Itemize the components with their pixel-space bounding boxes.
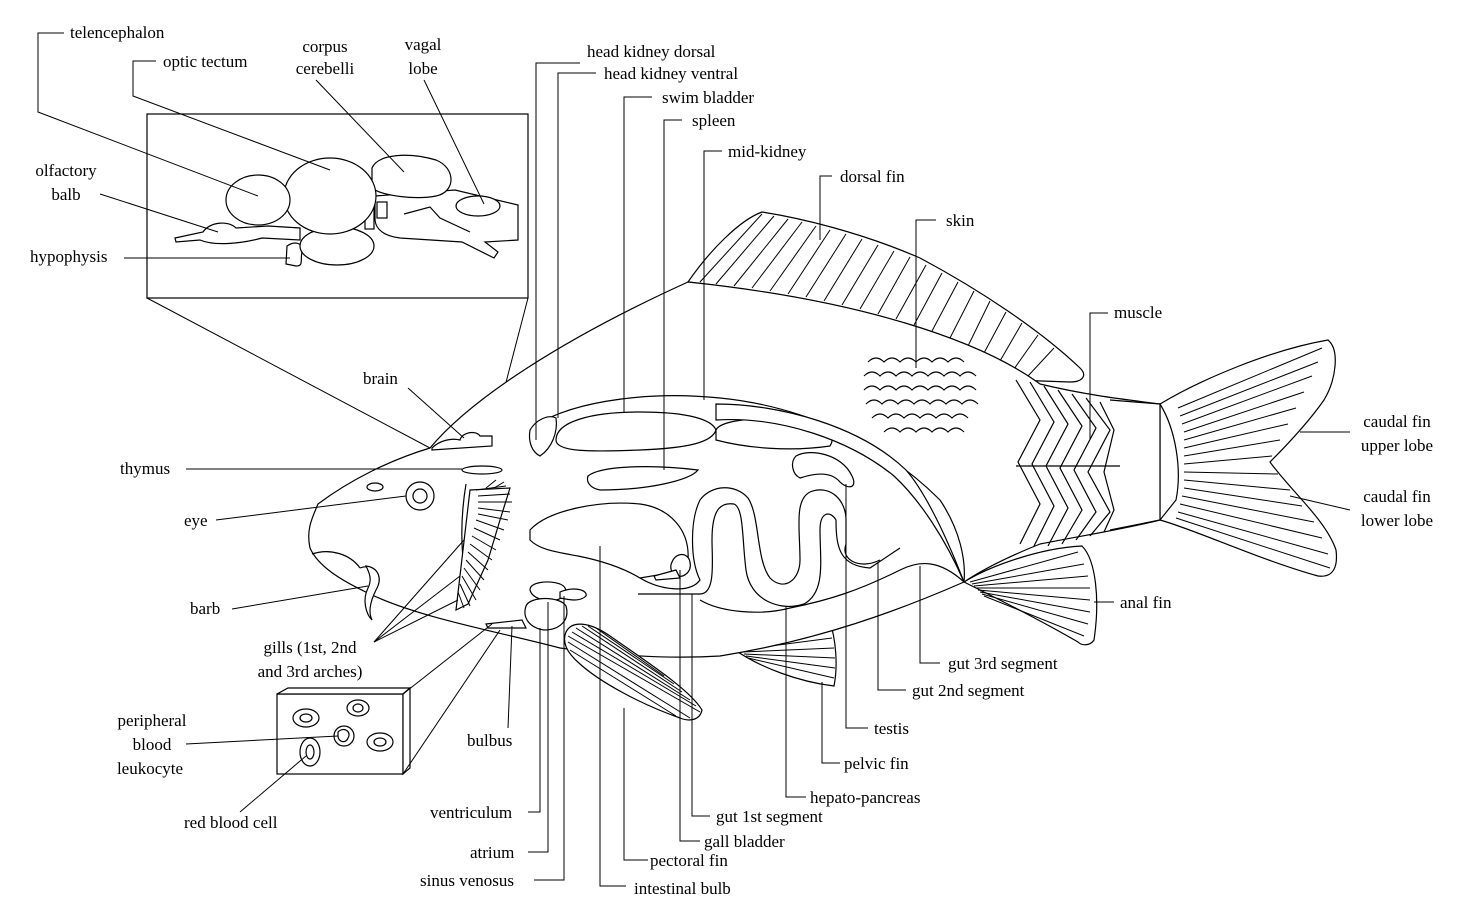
label-gut-1st-segment: gut 1st segment [716, 807, 823, 826]
labels: telencephalon optic tectum corpus cerebe… [30, 23, 1433, 898]
label-gall-bladder: gall bladder [704, 832, 785, 851]
label-testis: testis [874, 719, 909, 738]
olfactory-bulb-shape [174, 222, 301, 245]
caudal-peduncle [1109, 399, 1179, 531]
brain-inset-frame [146, 113, 529, 299]
label-sinus-venosus: sinus venosus [420, 871, 514, 890]
label-peripheral-1: peripheral [118, 711, 187, 730]
label-gut-3rd-segment: gut 3rd segment [948, 654, 1058, 673]
brain-in-body [431, 431, 493, 451]
anal-fin [962, 545, 1098, 646]
spleen-shape [586, 466, 700, 491]
nostril [366, 482, 384, 492]
corpus-cerebelli-shape [371, 154, 452, 199]
label-atrium: atrium [470, 843, 514, 862]
gut-loops-inner [638, 503, 901, 608]
label-muscle: muscle [1114, 303, 1162, 322]
caudal-fin [1159, 339, 1338, 577]
eye [405, 481, 435, 511]
leader-lines [37, 32, 1351, 887]
label-peripheral-3: leukocyte [117, 759, 183, 778]
label-brain: brain [363, 369, 398, 388]
sinus-venosus-shape [559, 588, 587, 601]
label-mid-kidney: mid-kidney [728, 142, 807, 161]
label-pectoral-fin: pectoral fin [650, 851, 728, 870]
label-dorsal-fin: dorsal fin [840, 167, 905, 186]
label-eye: eye [184, 511, 208, 530]
label-peripheral-2: blood [133, 735, 172, 754]
skin-scales [863, 357, 979, 433]
gut-loops-outer [639, 487, 881, 590]
gills [455, 479, 512, 612]
medulla-detail [403, 206, 471, 233]
label-intestinal-bulb: intestinal bulb [634, 879, 731, 898]
fish-body [308, 281, 1161, 658]
bulbus-shape [485, 619, 527, 629]
inset-connector-left [146, 297, 431, 449]
label-skin: skin [946, 211, 975, 230]
label-anal-fin: anal fin [1120, 593, 1172, 612]
label-corpus-cerebelli-2: cerebelli [296, 59, 355, 78]
blood-inset-side [402, 686, 411, 776]
brain-inset [146, 113, 529, 449]
label-bulbus: bulbus [467, 731, 512, 750]
label-caudal-lower-2: lower lobe [1361, 511, 1433, 530]
heart [485, 581, 587, 631]
label-vagal-lobe-1: vagal [405, 35, 442, 54]
label-thymus: thymus [120, 459, 170, 478]
label-caudal-lower-1: caudal fin [1363, 487, 1431, 506]
telencephalon-shape [225, 174, 291, 226]
label-head-kidney-dorsal: head kidney dorsal [587, 42, 716, 61]
cranial-nerve-2 [376, 201, 388, 219]
ventriculum-shape [524, 597, 568, 631]
label-caudal-upper-2: upper lobe [1361, 436, 1433, 455]
blood-inset-top [276, 687, 412, 695]
vagal-lobe-shape [455, 195, 501, 217]
label-hepato-pancreas: hepato-pancreas [810, 788, 920, 807]
label-olfactory-balb-1: olfactory [35, 161, 97, 180]
testis-shape [791, 452, 855, 488]
label-pelvic-fin: pelvic fin [844, 754, 909, 773]
thymus-shape [461, 465, 503, 475]
label-spleen: spleen [692, 111, 736, 130]
label-ventriculum: ventriculum [430, 803, 512, 822]
dorsal-fin [686, 211, 1085, 383]
label-swim-bladder: swim bladder [662, 88, 754, 107]
muscle-myomeres [1015, 379, 1120, 547]
barb-shape [364, 565, 380, 621]
label-caudal-upper-1: caudal fin [1363, 412, 1431, 431]
label-vagal-lobe-2: lobe [408, 59, 437, 78]
label-corpus-cerebelli-1: corpus [302, 37, 347, 56]
blood-smear-inset [276, 623, 501, 776]
label-olfactory-balb-2: balb [51, 185, 80, 204]
label-hypophysis: hypophysis [30, 247, 107, 266]
gut-3rd-segment-shape [699, 563, 965, 613]
label-gut-2nd-segment: gut 2nd segment [912, 681, 1025, 700]
label-gills-1: gills (1st, 2nd [263, 638, 357, 657]
blood-connector-bottom [402, 629, 501, 775]
optic-tectum-shape [283, 157, 377, 235]
label-gills-2: and 3rd arches) [258, 662, 363, 681]
label-barb: barb [190, 599, 220, 618]
label-telencephalon: telencephalon [70, 23, 165, 42]
label-red-blood-cell: red blood cell [184, 813, 278, 832]
label-optic-tectum: optic tectum [163, 52, 248, 71]
blood-connector-top [402, 623, 493, 695]
label-head-kidney-ventral: head kidney ventral [604, 64, 738, 83]
pectoral-fin [563, 623, 703, 721]
